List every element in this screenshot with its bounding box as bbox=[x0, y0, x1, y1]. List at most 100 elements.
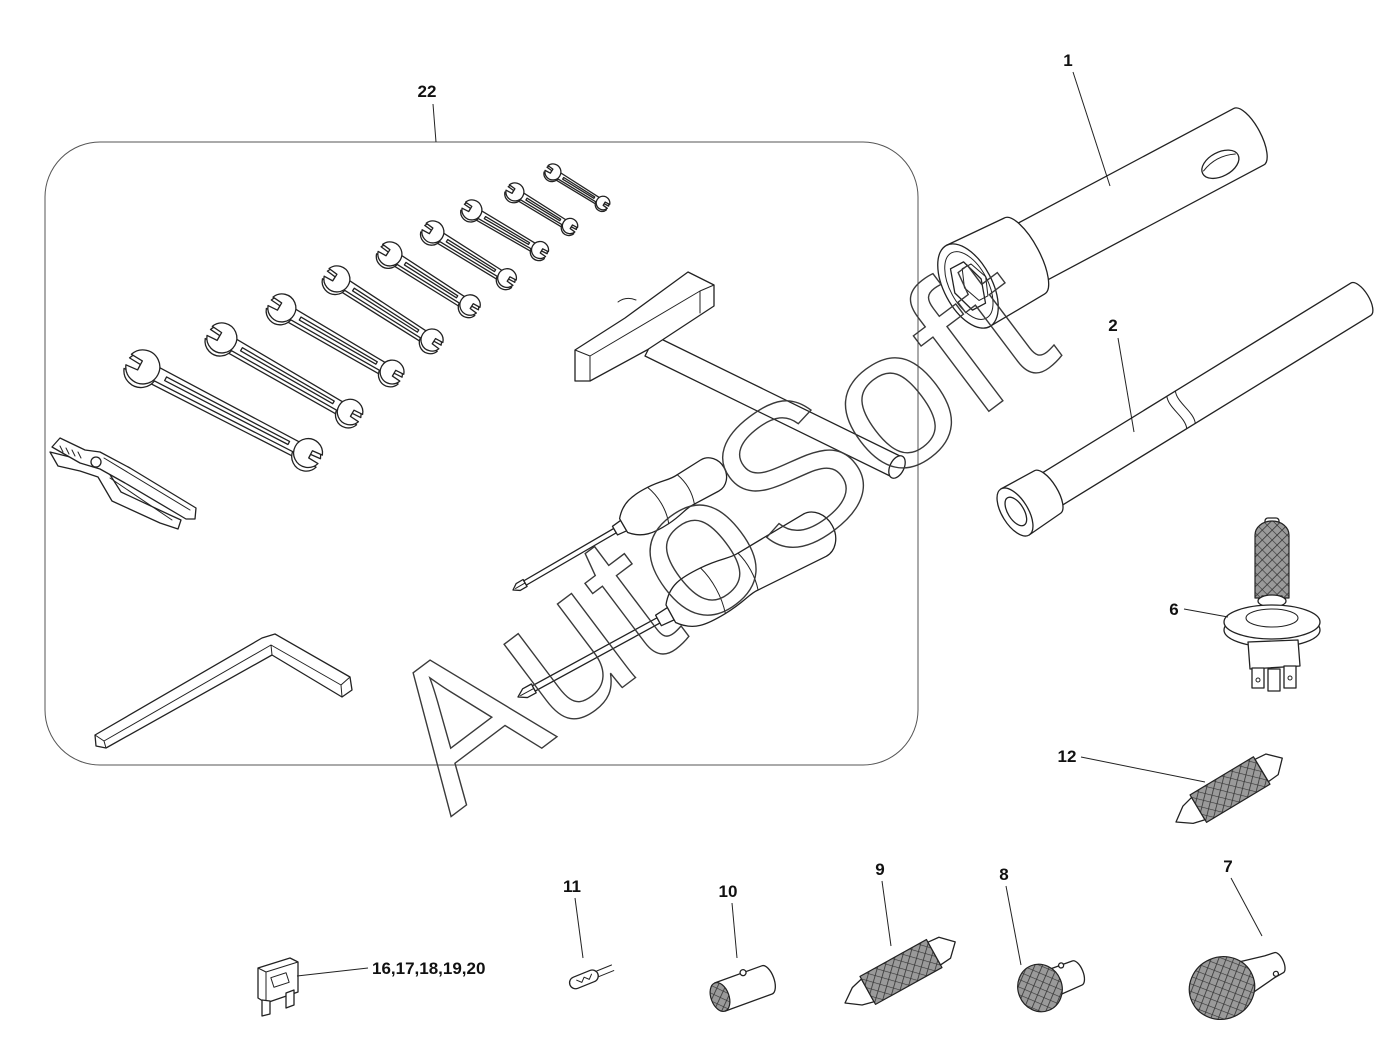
wrench-head-left bbox=[421, 220, 445, 244]
watermark-text: AutoSoft bbox=[342, 211, 1089, 851]
bulb-glass bbox=[1017, 963, 1063, 1013]
wrench-head-right bbox=[561, 217, 579, 235]
collar-bore bbox=[1004, 496, 1028, 527]
wrench-slot bbox=[525, 197, 562, 222]
festoon-cap-right bbox=[927, 936, 956, 966]
callout-22-leader bbox=[432, 103, 437, 143]
wrench-slot bbox=[239, 347, 335, 405]
wrench-slot bbox=[483, 215, 531, 246]
mini-bulb-glass bbox=[568, 969, 599, 990]
bayonet-bulb-small bbox=[709, 964, 776, 1013]
screwdriver-tip-cross bbox=[520, 687, 535, 697]
mini-bulb-wires bbox=[596, 964, 615, 978]
tool-kit-group: 22 bbox=[44, 82, 919, 766]
tube-cross-hole bbox=[1201, 149, 1240, 180]
callout-9-leader bbox=[881, 880, 892, 947]
wrench-head-left bbox=[461, 199, 483, 221]
wrench-head-right bbox=[379, 359, 405, 385]
wrench-head-right bbox=[336, 398, 364, 426]
pliers-pivot bbox=[90, 456, 102, 468]
pliers-handle-edge bbox=[103, 457, 191, 521]
terminal-hole bbox=[1255, 677, 1261, 683]
wrench-head-left bbox=[377, 241, 403, 267]
bulb-base bbox=[1247, 639, 1301, 670]
callout-16-20-leader bbox=[296, 967, 369, 977]
wrench-slot bbox=[298, 316, 378, 365]
wrench-head-left bbox=[505, 182, 525, 202]
hex-key-outline bbox=[94, 633, 353, 749]
screwdriver-phillips bbox=[512, 457, 728, 592]
wrench-slot bbox=[445, 238, 497, 273]
pliers-upper-arm bbox=[51, 437, 197, 520]
festoon-cap-right bbox=[1254, 753, 1283, 783]
bayonet-pin bbox=[1272, 970, 1280, 978]
wrench-head-right bbox=[497, 268, 518, 288]
festoon-glass bbox=[859, 938, 943, 1005]
open-end-wrench bbox=[419, 220, 518, 291]
wrench-set bbox=[123, 163, 611, 472]
open-end-wrench bbox=[375, 241, 481, 319]
callout-6: 6 bbox=[1169, 600, 1178, 619]
callout-7: 7 bbox=[1223, 857, 1232, 876]
hammer-head-edges bbox=[574, 284, 715, 382]
callout-7-leader bbox=[1230, 877, 1263, 937]
callout-6-leader bbox=[1183, 608, 1229, 618]
fuse-top-face bbox=[257, 961, 299, 1004]
open-end-wrench bbox=[321, 265, 444, 355]
hammer bbox=[574, 271, 906, 479]
mini-bulb-filament bbox=[576, 973, 593, 983]
open-end-wrench bbox=[460, 199, 550, 262]
pliers-serration bbox=[59, 445, 82, 459]
fuse-leg bbox=[261, 999, 271, 1017]
socket-hex-inner bbox=[961, 263, 989, 301]
bulb-terminal bbox=[1267, 668, 1281, 692]
bulb-flange-inner bbox=[1245, 608, 1299, 628]
socket-body bbox=[945, 216, 1050, 328]
callout-12: 12 bbox=[1058, 747, 1077, 766]
wrench-slot bbox=[351, 287, 420, 333]
callout-10-leader bbox=[731, 902, 738, 959]
hex-key bbox=[94, 633, 353, 749]
wrench-slot bbox=[164, 376, 291, 446]
round-bulb-small bbox=[1017, 960, 1086, 1013]
watermark: AutoSoft bbox=[342, 211, 1090, 852]
callout-11: 11 bbox=[563, 877, 581, 896]
callout-2: 2 bbox=[1108, 316, 1117, 335]
socket-tube bbox=[937, 107, 1268, 329]
open-end-wrench bbox=[123, 349, 324, 472]
callout-8-leader bbox=[1005, 885, 1022, 966]
halogen-bulb bbox=[1223, 517, 1321, 692]
hammer-handle-end bbox=[888, 455, 906, 479]
festoon-bulb-large bbox=[1175, 753, 1283, 825]
screwdriver-grip-line bbox=[699, 552, 759, 615]
wrench-head-left bbox=[125, 349, 161, 385]
hammer-cheek bbox=[617, 297, 637, 303]
round-bulb-large bbox=[1188, 951, 1286, 1020]
fuse-window bbox=[270, 972, 290, 988]
bulb-flange bbox=[1223, 604, 1321, 640]
wrench-head-right bbox=[595, 195, 611, 211]
wrench-head-left bbox=[323, 265, 351, 293]
callout-2-leader bbox=[1117, 337, 1135, 433]
wrench-head-left bbox=[206, 322, 238, 354]
pliers bbox=[49, 437, 197, 530]
callout-1: 1 bbox=[1063, 51, 1072, 70]
tube-body bbox=[1007, 107, 1268, 286]
tool-kit-outline bbox=[44, 141, 919, 766]
blade-fuse bbox=[257, 957, 299, 1017]
screwdriver-large bbox=[517, 511, 837, 699]
bayonet-pin bbox=[1057, 962, 1065, 969]
bulb-face bbox=[709, 981, 731, 1013]
tommy-bar bbox=[996, 281, 1374, 537]
open-end-wrench bbox=[543, 163, 611, 213]
wrench-head-right bbox=[420, 328, 444, 352]
hex-key-edges bbox=[94, 644, 351, 749]
miniature-bulb bbox=[568, 964, 615, 990]
callout-12-leader bbox=[1080, 756, 1206, 783]
wrench-head-left bbox=[267, 293, 297, 323]
callout-1-leader bbox=[1072, 71, 1111, 187]
festoon-glass bbox=[1189, 756, 1271, 823]
open-end-wrench bbox=[504, 182, 579, 237]
tube-cross-hole-edge bbox=[1203, 153, 1236, 172]
